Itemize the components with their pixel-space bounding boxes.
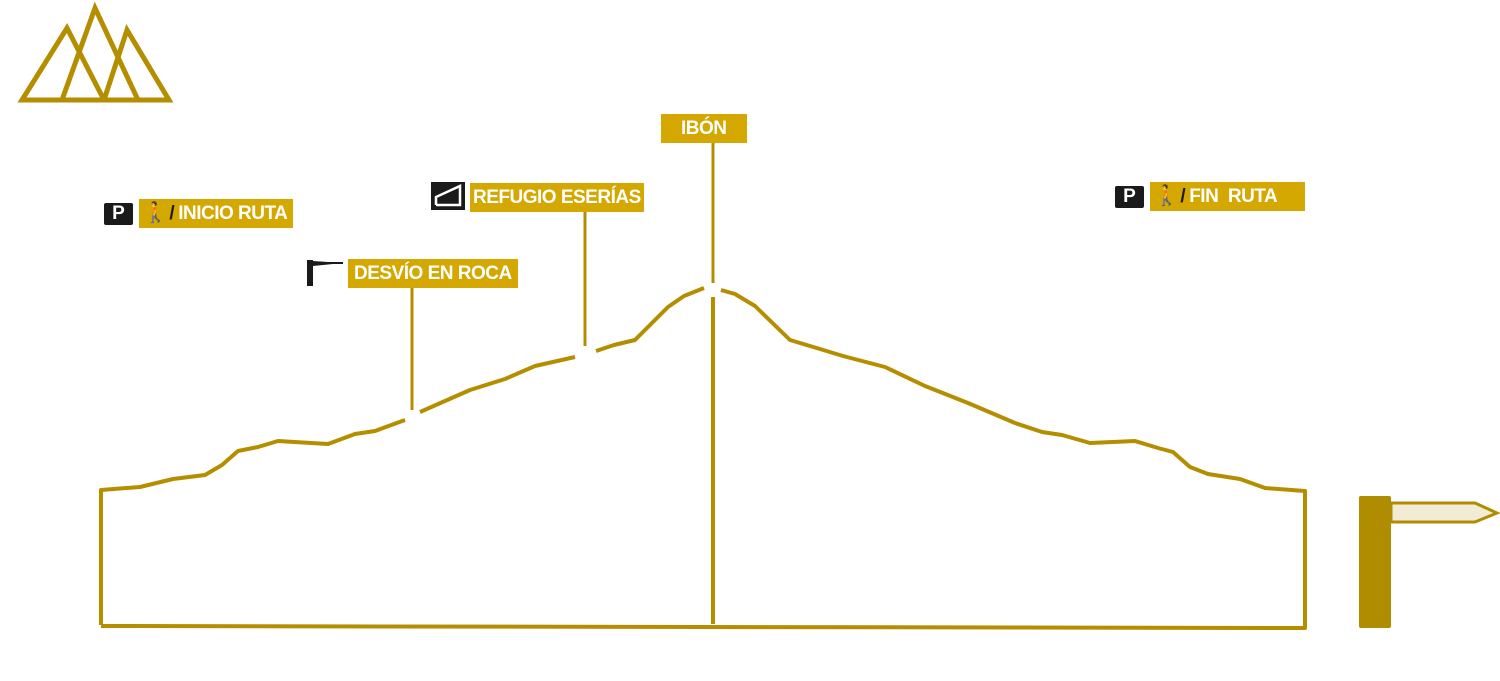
hiker-icon: 🚶 (1154, 185, 1179, 207)
label-junction: DESVÍO EN ROCA (348, 259, 518, 288)
elevation-profile-line (100, 288, 1307, 630)
label-summit: IBÓN (661, 114, 747, 143)
parking-icon: P (104, 202, 133, 225)
summit-label-text: IBÓN (661, 114, 747, 143)
elevation-profile-line (419, 355, 576, 414)
junction-label-text: DESVÍO EN ROCA (348, 259, 518, 288)
start-label-text: INICIO RUTA (178, 203, 288, 224)
end-label: 🚶/FIN RUTA (1150, 182, 1306, 211)
elevation-profile-line (99, 418, 406, 625)
junction-flag-icon (307, 260, 343, 286)
elevation-profile-line (595, 286, 705, 353)
end-label-text: FIN RUTA (1189, 186, 1278, 207)
label-end: P 🚶/FIN RUTA (1115, 182, 1306, 211)
mountains-logo-icon (17, 1, 174, 103)
refuge-icon (431, 182, 465, 210)
signpost-icon (1359, 496, 1500, 628)
label-refuge: REFUGIO ESERÍAS (470, 183, 644, 212)
hiker-icon: 🚶 (143, 202, 168, 224)
label-start: P 🚶/INICIO RUTA (104, 199, 294, 228)
parking-icon: P (1115, 185, 1144, 208)
start-label: 🚶/INICIO RUTA (139, 199, 294, 228)
refuge-label-text: REFUGIO ESERÍAS (470, 183, 644, 212)
